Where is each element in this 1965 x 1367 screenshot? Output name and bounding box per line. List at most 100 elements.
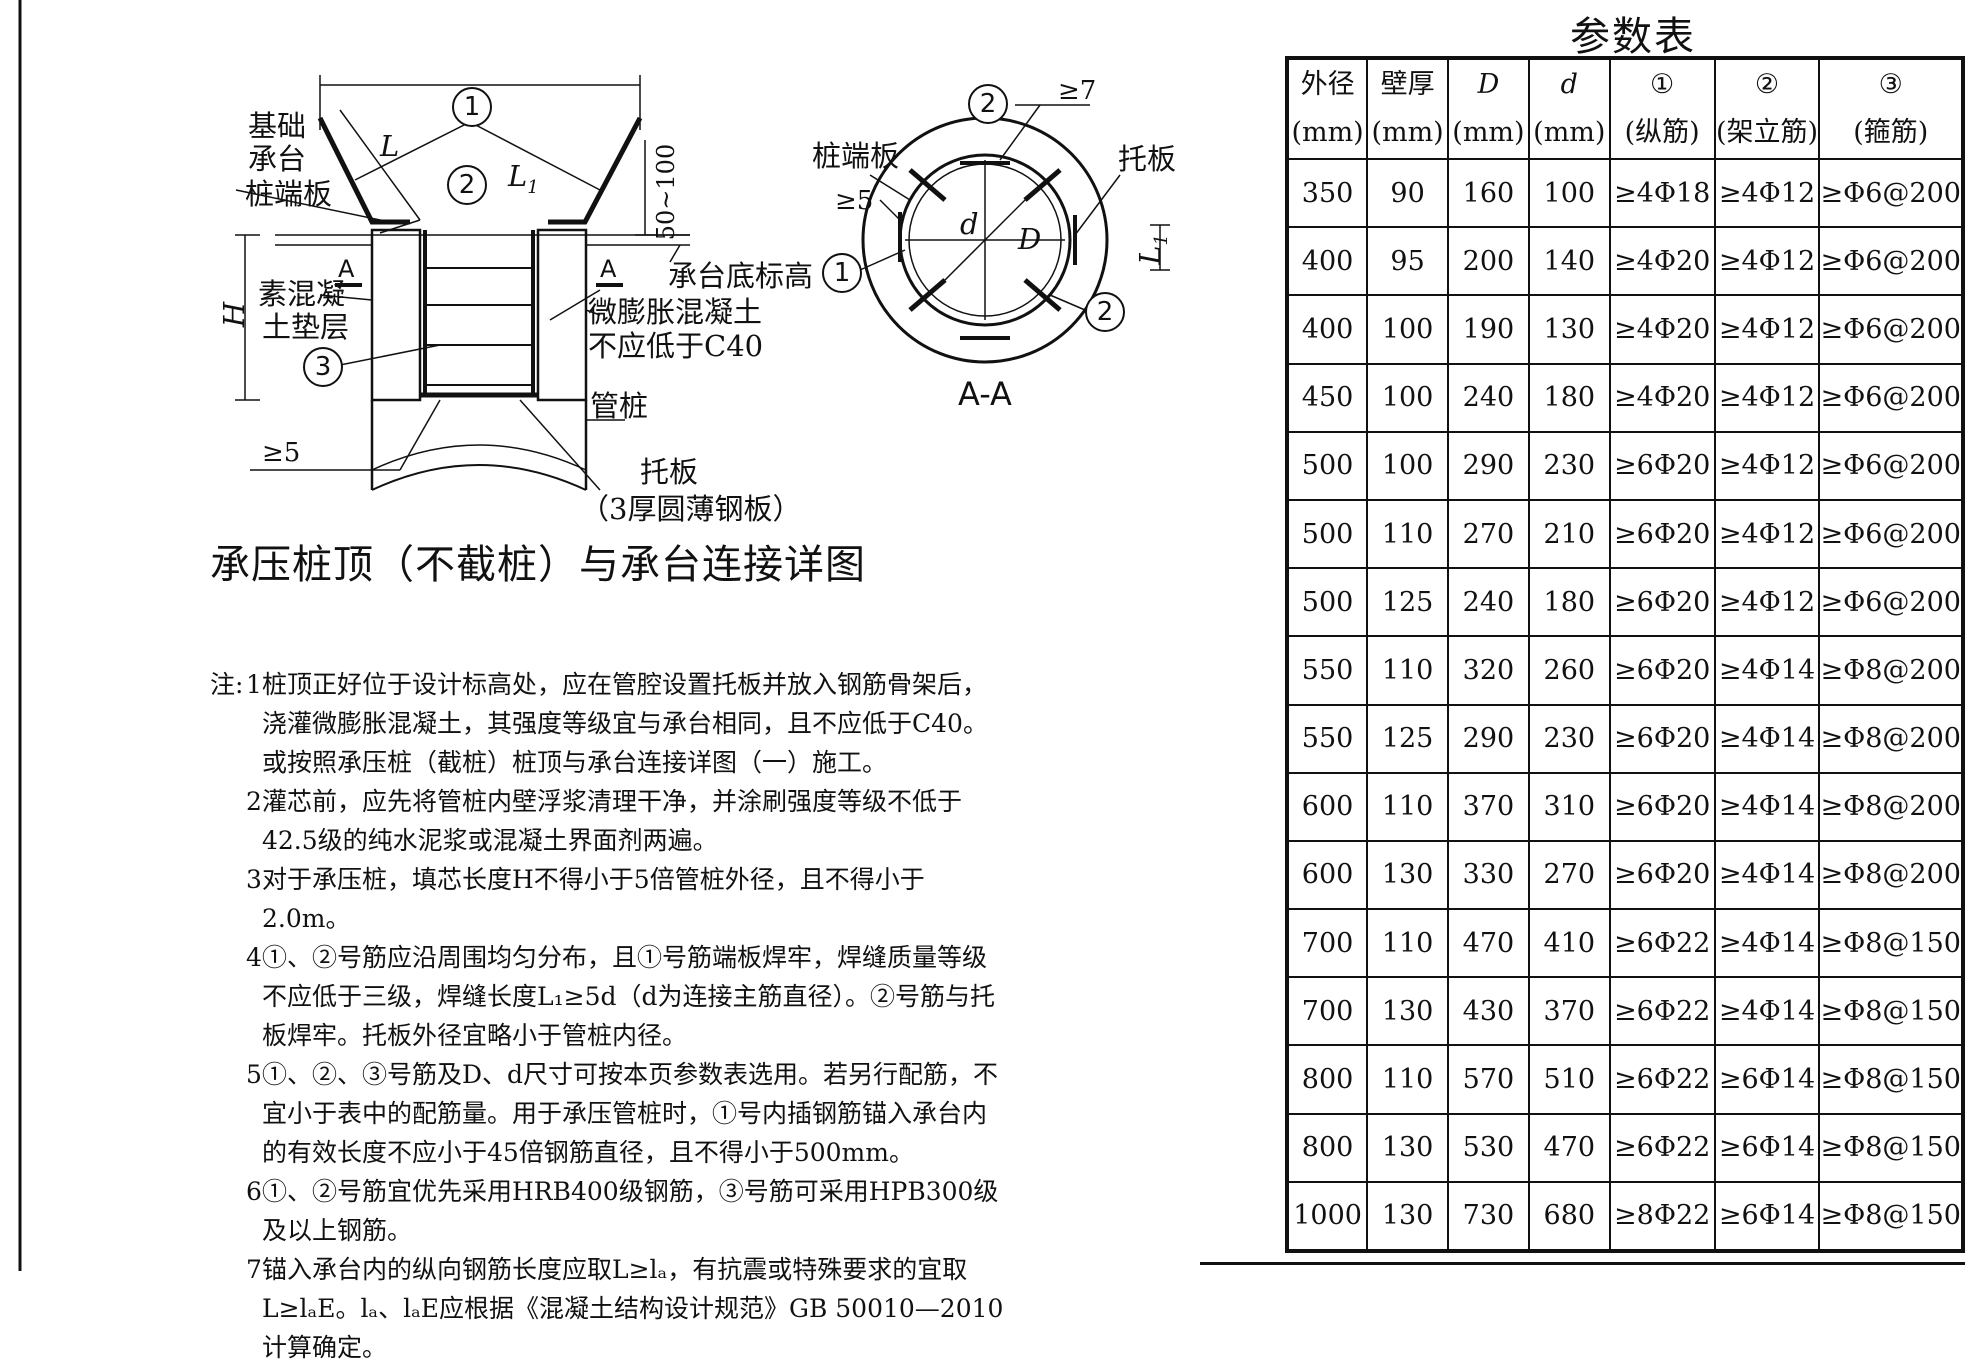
table-cell: 130 — [1527, 294, 1611, 365]
table-cell: 450 — [1285, 362, 1369, 433]
table-cell: 800 — [1285, 1112, 1369, 1183]
table-cell: 500 — [1285, 430, 1369, 501]
table-cell: 240 — [1447, 362, 1530, 433]
table-cell: 270 — [1527, 839, 1611, 911]
table-cell: 230 — [1527, 430, 1611, 501]
table-cell: 430 — [1447, 976, 1530, 1047]
label-support-plate: 托板 — [640, 455, 699, 489]
table-cell: ≥6Φ22 — [1608, 1044, 1716, 1115]
drawing-caption: 承压桩顶（不截桩）与承台连接详图 — [210, 542, 866, 588]
note-text: ①、②号筋宜优先采用HRB400级钢筋，③号筋可采用HPB300级及以上钢筋。 — [262, 1177, 999, 1245]
table-cell: ≥6Φ20 — [1608, 839, 1716, 911]
table-cell: 350 — [1285, 157, 1369, 229]
table-cell: ≥Φ8@150 — [1818, 976, 1964, 1047]
table-cell: ≥6Φ20 — [1608, 703, 1716, 774]
table-cell: ≥4Φ18 — [1608, 157, 1716, 229]
table-header-row: 外径(mm) 壁厚(mm) D(mm) d(mm) ①(纵筋) ②(架立筋) ③… — [1285, 57, 1964, 160]
table-cell: 370 — [1527, 976, 1611, 1047]
table-cell: 1000 — [1285, 1180, 1369, 1253]
table-cell: ≥6Φ20 — [1608, 567, 1716, 638]
table-cell: 400 — [1285, 294, 1369, 365]
table-cell: 130 — [1366, 1112, 1450, 1183]
table-cell: ≥Φ8@150 — [1818, 1044, 1964, 1115]
aa-label-support-plate: 托板 — [1118, 142, 1177, 176]
table-cell: ≥6Φ20 — [1608, 635, 1716, 706]
label-dim-L: L — [380, 129, 400, 163]
table-cell: 320 — [1447, 635, 1530, 706]
label-pipe-pile: 管桩 — [590, 389, 649, 423]
table-cell: ≥4Φ12 — [1713, 362, 1821, 433]
note-text: 锚入承台内的纵向钢筋长度应取L≥lₐ，有抗震或特殊要求的宜取L≥lₐE。lₐ、l… — [262, 1255, 1004, 1362]
aa-dim-d: d — [960, 207, 979, 241]
note-text: ①、②、③号筋及D、d尺寸可按本页参数表选用。若另行配筋，不宜小于表中的配筋量。… — [262, 1060, 999, 1167]
table-cell: ≥4Φ12 — [1713, 226, 1821, 297]
col-header-bar-3: ③(箍筋) — [1818, 57, 1964, 160]
aa-bar-2-bottom-marker: 2 — [1085, 292, 1125, 332]
table-cell: ≥4Φ14 — [1713, 635, 1821, 706]
label-dim-range: 50~100 — [652, 143, 681, 241]
table-cell: 290 — [1447, 703, 1530, 774]
table-title: 参数表 — [1570, 14, 1696, 60]
col-header-outer-diameter: 外径(mm) — [1285, 57, 1369, 160]
parameter-table: 外径(mm) 壁厚(mm) D(mm) d(mm) ①(纵筋) ②(架立筋) ③… — [1285, 56, 1965, 1253]
table-cell: ≥Φ8@200 — [1818, 839, 1964, 911]
table-cell: 470 — [1527, 1112, 1611, 1183]
table-cell: ≥4Φ20 — [1608, 294, 1716, 365]
table-cell: 95 — [1366, 226, 1450, 297]
note-text: 对于承压桩，填芯长度H不得小于5倍管桩外径，且不得小于2.0m。 — [262, 865, 925, 933]
notes-prefix: 注: — [210, 670, 244, 699]
table-cell: 550 — [1285, 703, 1369, 774]
label-dim-H: H — [217, 301, 252, 328]
drawing-lines — [18, 0, 1170, 1271]
table-cell: ≥4Φ20 — [1608, 226, 1716, 297]
table-cell: ≥4Φ12 — [1713, 294, 1821, 365]
table-cell: 125 — [1366, 703, 1450, 774]
table-cell: 180 — [1527, 567, 1611, 638]
table-cell: ≥6Φ20 — [1608, 498, 1716, 570]
bar-2-marker: 2 — [447, 165, 487, 205]
note-text: 桩顶正好位于设计标高处，应在管腔设置托板并放入钢筋骨架后，浇灌微膨胀混凝土，其强… — [262, 670, 988, 777]
aa-dim-L1: L1 — [1132, 234, 1172, 265]
col-header-d: d(mm) — [1527, 57, 1611, 160]
table-cell: ≥6Φ14 — [1713, 1044, 1821, 1115]
table-cell: ≥Φ8@200 — [1818, 635, 1964, 706]
table-cell: ≥4Φ14 — [1713, 839, 1821, 911]
table-cell: ≥Φ6@200 — [1818, 430, 1964, 501]
table-cell: 600 — [1285, 839, 1369, 911]
table-cell: ≥Φ8@200 — [1818, 703, 1964, 774]
note-text: 灌芯前，应先将管桩内壁浮浆清理干净，并涂刷强度等级不低于42.5级的纯水泥浆或混… — [262, 787, 963, 855]
label-support-plate-note: （3厚圆薄钢板） — [580, 492, 802, 526]
table-cell: ≥Φ8@150 — [1818, 1180, 1964, 1253]
table-cell: 500 — [1285, 567, 1369, 638]
section-mark-right: A — [600, 255, 617, 283]
table-cell: 200 — [1447, 226, 1530, 297]
table-cell: 700 — [1285, 976, 1369, 1047]
table-cell: 370 — [1447, 771, 1530, 842]
table-cell: 100 — [1366, 362, 1450, 433]
aa-bar-2-top-marker: 2 — [968, 84, 1008, 124]
note-text: ①、②号筋应沿周围均匀分布，且①号筋端板焊牢，焊缝质量等级不应低于三级，焊缝长度… — [262, 943, 995, 1050]
table-cell: ≥Φ6@200 — [1818, 157, 1964, 229]
table-cell: 510 — [1527, 1044, 1611, 1115]
table-cell: 410 — [1527, 908, 1611, 979]
detail-drawing: 基础 承台 桩端板 素混凝 土垫层 承台底标高 微膨胀混凝土 不应低于C40 管… — [18, 0, 1177, 1271]
table-cell: ≥6Φ20 — [1608, 430, 1716, 501]
table-cell: 240 — [1447, 567, 1530, 638]
table-cell: 110 — [1366, 908, 1450, 979]
table-cell: 530 — [1447, 1112, 1530, 1183]
table-cell: 180 — [1527, 362, 1611, 433]
table-cell: 100 — [1527, 157, 1611, 229]
col-header-D: D(mm) — [1447, 57, 1530, 160]
label-end-plate: 桩端板 — [245, 177, 333, 211]
